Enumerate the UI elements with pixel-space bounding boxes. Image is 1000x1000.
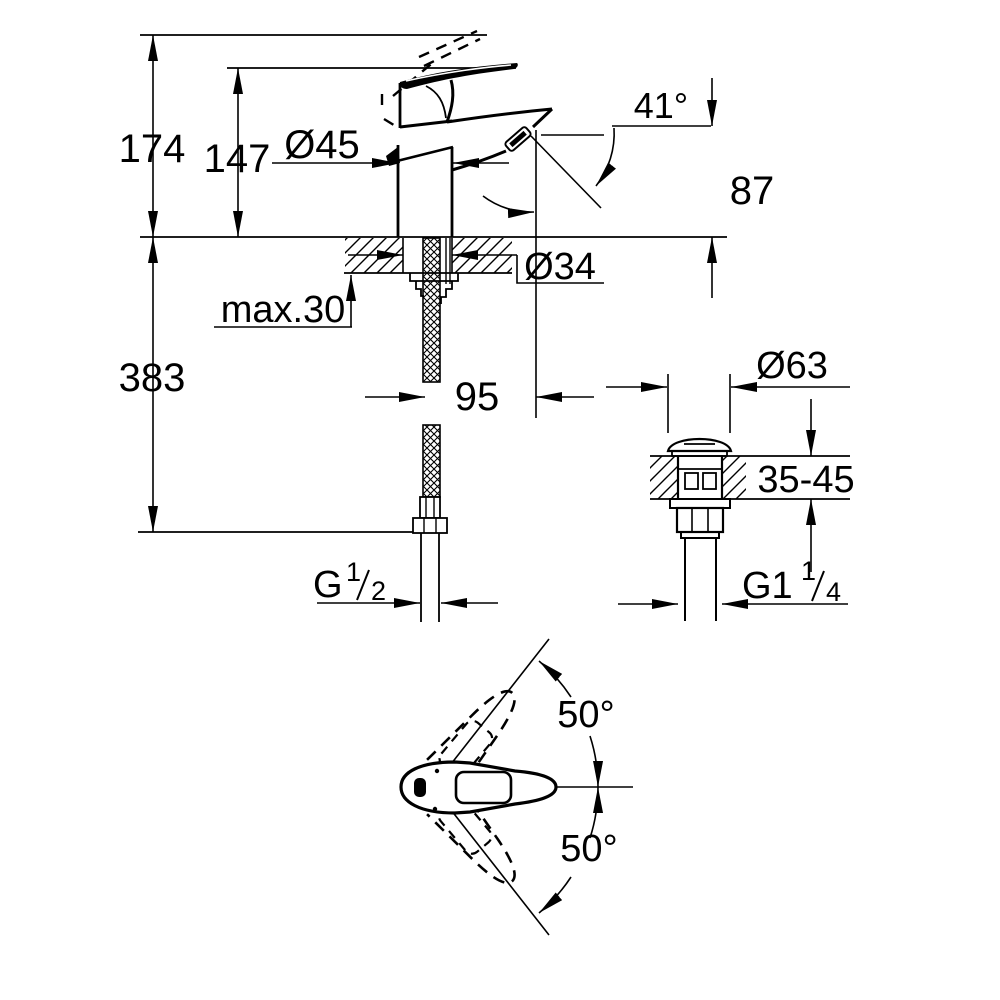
dim-mounting-hole: Ø34 [348, 246, 604, 288]
dim-lever-tip-height: 147 [204, 68, 271, 237]
angle-arc-lower [482, 195, 535, 219]
spout-front-face [531, 107, 554, 129]
dim-outlet-height: 87 [707, 78, 775, 298]
overall-height-label: 174 [119, 127, 186, 171]
stream-angle-label: 41° [634, 85, 688, 126]
handle-dashed-down [426, 785, 516, 885]
hose-collar [419, 496, 441, 519]
waste-counter-thickness-label: 35-45 [757, 459, 854, 501]
aerator [504, 126, 532, 152]
handle-top-silhouette [399, 760, 558, 815]
supply-thread-numerator: 1 [346, 557, 361, 587]
dim-swivel-up: 50° [538, 660, 615, 788]
angle-arc [595, 127, 616, 187]
handle-sculpt-curve [425, 85, 447, 119]
waste-cap [666, 437, 733, 453]
hose-braid-lower [422, 424, 441, 498]
spout-reach-label: 95 [455, 375, 500, 419]
dim-supply-thread: G 1 2 [313, 557, 498, 608]
dim-hose-length: 383 [119, 237, 186, 532]
swivel-up-label: 50° [557, 694, 614, 736]
waste-thread-numerator: 1 [801, 556, 816, 586]
handle-indicator-mark [414, 778, 426, 797]
body-diameter-label: Ø45 [284, 123, 360, 167]
waste-thread-denominator: 4 [826, 577, 841, 607]
handle-dashed-up [426, 689, 516, 789]
waste-overflow-slot-right [702, 472, 717, 490]
handle-lever [399, 63, 518, 89]
dim-overall-height: 174 [119, 35, 186, 237]
dim-max-counter-thickness: max.30 [214, 275, 356, 331]
waste-thread-main: G1 [742, 565, 793, 607]
handle-rear-tip [386, 147, 400, 166]
lever-tip-height-label: 147 [204, 137, 271, 181]
hose-braid-upper [422, 237, 441, 383]
dim-waste-thread: G1 1 4 [618, 556, 848, 609]
waste-cap-diameter-label: Ø63 [756, 345, 828, 387]
spout-underside [451, 149, 507, 172]
dim-swivel-down: 50° [538, 786, 618, 914]
swivel-down-label: 50° [560, 828, 617, 870]
outlet-height-label: 87 [730, 169, 775, 213]
stream-line [530, 135, 602, 209]
hose-nut [412, 517, 448, 534]
mounting-hole-label: Ø34 [524, 246, 596, 288]
max-counter-thickness-label: max.30 [221, 289, 346, 331]
dim-waste-cap-diameter: Ø63 [606, 345, 850, 433]
waste-overflow-slot-left [684, 472, 699, 490]
handle-top-view: 50° 50° [399, 638, 633, 936]
waste-nut [675, 506, 725, 534]
supply-hose [412, 237, 448, 622]
supply-thread-denominator: 2 [371, 576, 386, 606]
supply-thread-main: G [313, 564, 343, 606]
faucet-side-view [380, 29, 554, 237]
handle-top-recess [454, 770, 513, 805]
handle-front-curve [445, 79, 455, 123]
dim-waste-counter-thickness: 35-45 [757, 399, 855, 572]
dim-stream-angle: 41° [482, 85, 711, 418]
dim-body-diameter: Ø45 [272, 123, 509, 168]
spout-top-edge [446, 107, 553, 124]
hose-length-label: 383 [119, 356, 186, 400]
dim-spout-reach: 95 [365, 375, 594, 419]
waste-valve-section: Ø63 35-45 G1 [606, 345, 855, 621]
